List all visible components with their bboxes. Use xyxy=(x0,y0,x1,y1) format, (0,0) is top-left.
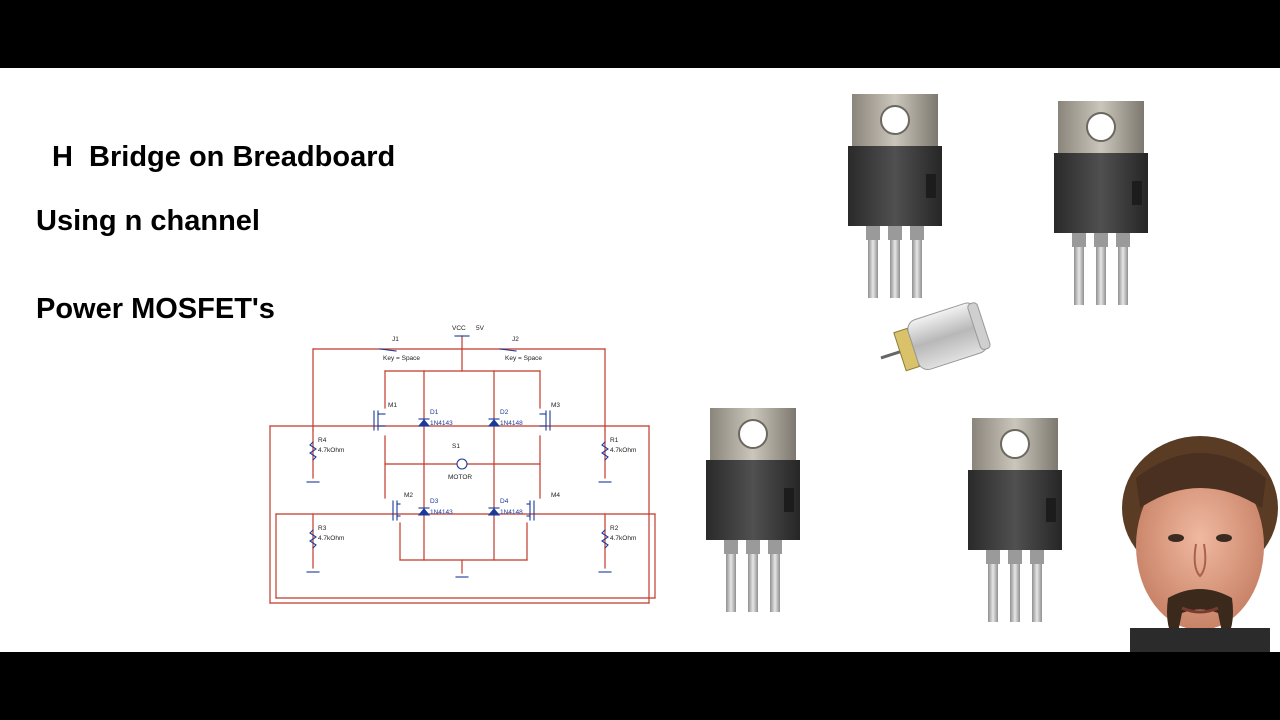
resistor-r2-ref: R2 xyxy=(610,525,619,532)
resistor-r1-value: 4.7kOhm xyxy=(610,447,636,454)
mosfet-photo-3 xyxy=(705,407,801,613)
mosfet-m3-label: M3 xyxy=(551,402,560,409)
top-letterbox xyxy=(0,0,1280,68)
resistor-r3-value: 4.7kOhm xyxy=(318,535,344,542)
diode-d4-part: 1N4148 xyxy=(500,509,523,516)
title-line-1: H Bridge on Breadboard xyxy=(52,141,396,173)
resistor-r4-value: 4.7kOhm xyxy=(318,447,344,454)
vcc-label: VCC xyxy=(452,325,466,332)
mosfet-photo-4 xyxy=(967,417,1063,623)
bottom-letterbox xyxy=(0,652,1280,720)
video-frame: H Bridge on Breadboard Using n channel P… xyxy=(0,68,1280,652)
resistor-r2-value: 4.7kOhm xyxy=(610,535,636,542)
title-line-2: Using n channel xyxy=(36,205,260,237)
presenter-photo xyxy=(1118,436,1280,652)
supply-label: 5V xyxy=(476,325,485,332)
h-bridge-schematic xyxy=(269,335,656,604)
mosfet-m1-label: M1 xyxy=(388,402,397,409)
diode-d4-ref: D4 xyxy=(500,498,509,505)
motor-label: MOTOR xyxy=(448,474,472,481)
mosfet-photo-2 xyxy=(1053,100,1149,306)
diode-d2-ref: D2 xyxy=(500,409,509,416)
motor-ref: S1 xyxy=(452,443,460,450)
scene-drawing: VCC 5V J1 Key = Space J2 Key = Space M1 … xyxy=(269,93,1280,652)
diode-d3-ref: D3 xyxy=(430,498,439,505)
schematic-labels: VCC 5V J1 Key = Space J2 Key = Space M1 … xyxy=(318,325,636,542)
switch-j2-ref: J2 xyxy=(512,336,519,343)
mosfet-m2-label: M2 xyxy=(404,492,413,499)
diode-d1-ref: D1 xyxy=(430,409,439,416)
switch-j1-ref: J1 xyxy=(392,336,399,343)
switch-j2-key: Key = Space xyxy=(505,355,542,362)
mosfet-m4-label: M4 xyxy=(551,492,560,499)
diode-d2-part: 1N4148 xyxy=(500,420,523,427)
mosfet-photo-1 xyxy=(847,93,943,299)
switch-j1-key: Key = Space xyxy=(383,355,420,362)
motor-photo xyxy=(880,302,991,372)
diode-d3-part: 1N4143 xyxy=(430,509,453,516)
resistor-r3-ref: R3 xyxy=(318,525,327,532)
title-line-3: Power MOSFET's xyxy=(36,293,275,325)
resistor-r1-ref: R1 xyxy=(610,437,619,444)
diode-d1-part: 1N4143 xyxy=(430,420,453,427)
resistor-r4-ref: R4 xyxy=(318,437,327,444)
